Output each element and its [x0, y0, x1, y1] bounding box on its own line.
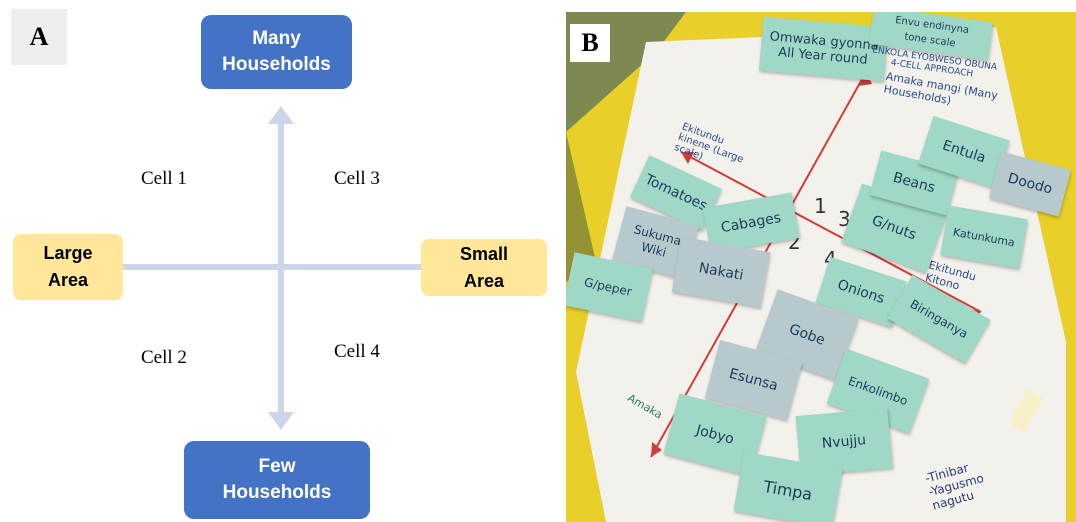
arrow-up-icon — [268, 106, 294, 124]
few-households-line2: Households — [222, 482, 332, 503]
cell-1-label: Cell 1 — [141, 168, 187, 189]
quadrant-axes — [123, 106, 421, 430]
few-households-box: Few Households — [184, 441, 370, 519]
cell-4-label: Cell 4 — [334, 341, 380, 362]
panel-b-field-photo: B Omwaka gyonna All Year round Envu endi… — [566, 12, 1076, 522]
arrow-down-icon — [268, 412, 294, 430]
large-area-line2: Area — [47, 270, 89, 290]
large-area-box: Large Area — [13, 234, 123, 300]
many-households-line1: Many — [252, 28, 301, 49]
panel-a-letter: A — [11, 9, 67, 65]
cell-2-label: Cell 2 — [141, 347, 187, 368]
many-households-box: Many Households — [201, 15, 352, 89]
cell-3-label: Cell 3 — [334, 168, 380, 189]
header-card: Omwaka gyonna All Year round — [758, 16, 889, 82]
few-households-line1: Few — [258, 456, 296, 477]
small-area-line2: Area — [463, 270, 505, 291]
panel-b-letter: B — [570, 24, 610, 62]
small-area-line1: Small — [459, 243, 509, 264]
small-area-box: Small Area — [421, 239, 547, 296]
many-households-line2: Households — [222, 54, 331, 75]
photo-cell-number-1: 1 — [814, 194, 827, 218]
large-area-line1: Large — [43, 243, 93, 263]
panel-a-four-cell-diagram: A Many Households Few Households Large A… — [11, 9, 547, 519]
